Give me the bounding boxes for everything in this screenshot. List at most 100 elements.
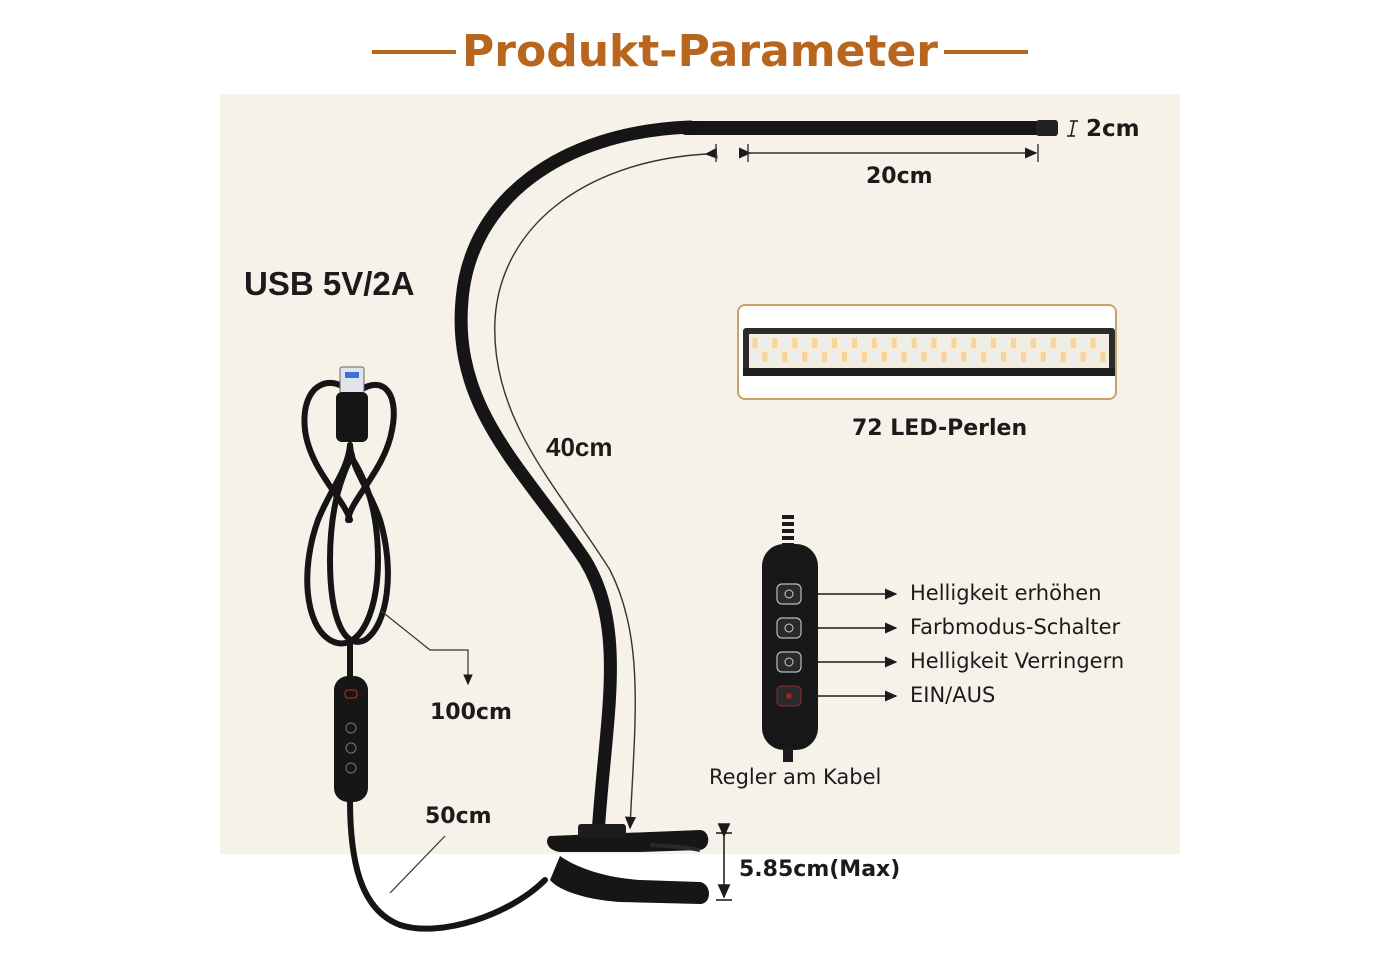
led-bead xyxy=(981,338,987,348)
led-bead xyxy=(822,352,828,362)
led-bead xyxy=(792,338,798,348)
desk-clip xyxy=(547,824,709,904)
header: Produkt-Parameter xyxy=(0,22,1400,82)
head-length-label: 20cm xyxy=(866,164,933,189)
lamp-head xyxy=(680,120,1058,136)
led-bead xyxy=(851,352,857,362)
led-bead xyxy=(802,338,808,348)
power-spec-label: USB 5V/2A xyxy=(244,265,415,302)
led-bead xyxy=(951,338,957,348)
led-bead xyxy=(1100,338,1106,348)
led-bead xyxy=(971,352,977,362)
led-bead xyxy=(782,338,788,348)
led-strip xyxy=(743,328,1115,376)
controller-caption: Regler am Kabel xyxy=(709,765,882,789)
led-bead xyxy=(921,338,927,348)
led-bead xyxy=(921,352,927,362)
led-bead xyxy=(891,352,897,362)
led-bead xyxy=(772,352,778,362)
led-bead xyxy=(812,338,818,348)
usb-plug xyxy=(336,366,368,442)
led-bead xyxy=(1011,352,1016,362)
led-bead xyxy=(832,352,837,362)
led-bead xyxy=(762,352,768,362)
led-bead xyxy=(1070,352,1076,362)
title-right-rule xyxy=(944,50,1028,54)
led-bead xyxy=(961,352,967,362)
led-bead xyxy=(931,338,937,348)
led-bead xyxy=(891,338,897,348)
button-label-color-mode: Farbmodus-Schalter xyxy=(910,615,1121,639)
controller-closeup xyxy=(762,515,818,762)
led-bead xyxy=(861,352,867,362)
led-bead xyxy=(901,338,907,348)
head-length-dimension xyxy=(715,144,1039,162)
led-bead xyxy=(842,338,847,348)
led-bead xyxy=(1060,338,1066,348)
led-bead xyxy=(1001,352,1007,362)
led-bead xyxy=(911,338,917,348)
gooseneck-length-label: 40cm xyxy=(546,432,613,462)
gooseneck-arm xyxy=(454,120,697,842)
led-bead xyxy=(861,338,867,348)
led-bead xyxy=(1090,352,1096,362)
led-bead xyxy=(1001,338,1007,348)
led-bead xyxy=(1050,352,1056,362)
led-bead xyxy=(941,338,947,348)
led-bead xyxy=(812,352,818,362)
led-bead xyxy=(802,352,808,362)
button-label-power: EIN/AUS xyxy=(910,683,996,707)
led-count-caption: 72 LED-Perlen xyxy=(852,416,1028,441)
led-bead xyxy=(881,338,887,348)
led-bead xyxy=(772,338,778,348)
led-bead xyxy=(881,352,887,362)
led-bead xyxy=(1021,352,1026,362)
led-bead xyxy=(752,352,758,362)
led-bead xyxy=(931,352,937,362)
led-bead xyxy=(981,352,987,362)
led-bead xyxy=(1070,338,1076,348)
gooseneck-dimension-line xyxy=(494,147,718,830)
controller-cable-length-label: 50cm xyxy=(425,804,492,829)
led-bead xyxy=(752,338,758,348)
led-bead xyxy=(971,338,977,348)
led-bead xyxy=(1011,338,1016,348)
led-bead xyxy=(1080,338,1086,348)
led-bead xyxy=(941,352,947,362)
title-left-rule xyxy=(372,50,456,54)
led-bead xyxy=(871,352,877,362)
button-label-brightness-up: Helligkeit erhöhen xyxy=(910,581,1102,605)
led-bead xyxy=(901,352,907,362)
controller-arrows xyxy=(803,588,898,702)
led-bead xyxy=(832,338,837,348)
led-bead xyxy=(1090,338,1096,348)
led-bead xyxy=(1040,352,1046,362)
led-bead xyxy=(1100,352,1106,362)
led-bead xyxy=(1040,338,1046,348)
usb-cable-length-label: 100cm xyxy=(430,700,512,725)
led-bead xyxy=(1060,352,1066,362)
led-bead xyxy=(822,338,828,348)
led-bead xyxy=(1080,352,1086,362)
led-bead xyxy=(1030,352,1036,362)
led-bead xyxy=(782,352,788,362)
led-bead xyxy=(842,352,847,362)
led-bead xyxy=(1050,338,1056,348)
led-bead xyxy=(762,338,768,348)
led-bead xyxy=(792,352,798,362)
led-bead xyxy=(991,338,997,348)
led-bead xyxy=(911,352,917,362)
usb-cable xyxy=(301,380,548,932)
led-bead xyxy=(871,338,877,348)
led-panel-closeup xyxy=(737,304,1117,400)
clip-opening-label: 5.85cm(Max) xyxy=(739,857,901,882)
led-bead xyxy=(1030,338,1036,348)
head-height-marker xyxy=(1067,120,1078,137)
led-bead xyxy=(961,338,967,348)
led-bead xyxy=(851,338,857,348)
clip-opening-dimension xyxy=(716,823,732,901)
cable-leader-lines xyxy=(379,609,473,894)
head-height-label: 2cm xyxy=(1086,116,1140,142)
inline-controller xyxy=(334,676,368,802)
